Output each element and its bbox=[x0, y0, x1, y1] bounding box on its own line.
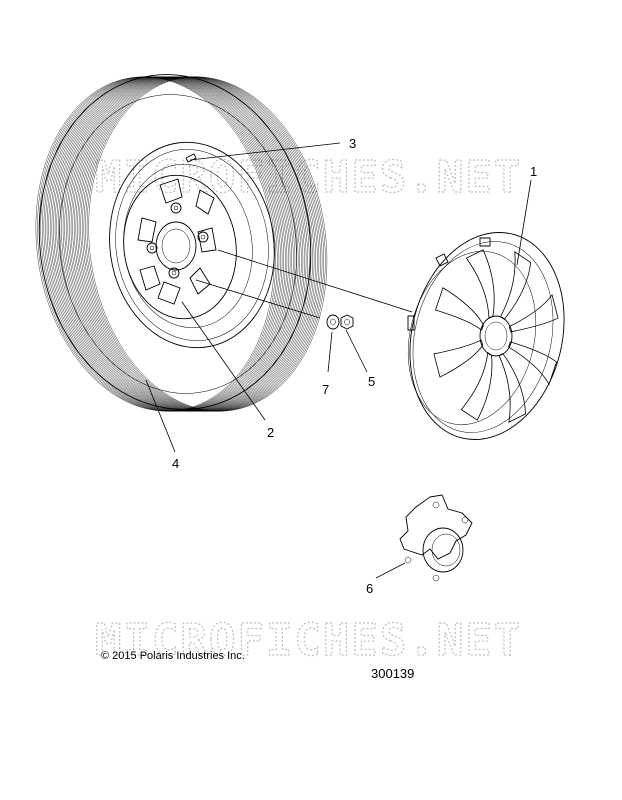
tread-line bbox=[86, 76, 326, 412]
cover-spoke bbox=[434, 287, 484, 331]
lug-bolts bbox=[146, 202, 209, 279]
cover-rim bbox=[409, 232, 565, 440]
rim-outer bbox=[109, 141, 275, 349]
rim-window bbox=[139, 265, 161, 291]
tire-tread bbox=[35, 76, 328, 412]
leader-lines bbox=[145, 142, 532, 579]
hardware bbox=[326, 314, 354, 330]
leader-1 bbox=[516, 179, 532, 266]
callout-7: 7 bbox=[322, 382, 329, 397]
cover-center bbox=[479, 315, 513, 357]
tire-sidewall-outer bbox=[38, 74, 312, 410]
wheel-cover bbox=[407, 232, 565, 440]
cover-spoke bbox=[498, 353, 526, 423]
tread-line bbox=[83, 76, 323, 412]
rim-window bbox=[157, 281, 181, 305]
cover-spoke bbox=[508, 294, 559, 333]
tread-line bbox=[67, 76, 307, 412]
leader-6 bbox=[375, 562, 406, 579]
leader-5b bbox=[345, 329, 368, 373]
tread-line bbox=[72, 76, 312, 412]
cover-clip bbox=[479, 237, 491, 247]
rim-window bbox=[159, 178, 183, 204]
tire bbox=[35, 74, 328, 412]
cover-spoke bbox=[465, 249, 495, 319]
rim-face bbox=[123, 174, 237, 320]
tread-line bbox=[69, 76, 308, 412]
cover-clip bbox=[435, 253, 449, 267]
callout-2: 2 bbox=[267, 425, 274, 440]
cover-spoke bbox=[508, 341, 558, 386]
callout-3: 3 bbox=[349, 136, 356, 151]
leader-1b bbox=[217, 249, 413, 313]
hub-adapter bbox=[399, 494, 473, 582]
callout-4: 4 bbox=[172, 456, 179, 471]
leader-2 bbox=[181, 301, 266, 421]
watermark-top: MICROFICHES.NET bbox=[95, 152, 522, 203]
callout-6: 6 bbox=[366, 581, 373, 596]
leader-7 bbox=[327, 331, 333, 373]
lug-bolt bbox=[197, 231, 209, 243]
tread-line bbox=[78, 76, 318, 412]
rim-window bbox=[137, 217, 157, 243]
copyright-notice: © 2015 Polaris Industries Inc. bbox=[101, 650, 245, 662]
leader-5 bbox=[195, 279, 321, 319]
lug-bolt bbox=[170, 202, 182, 214]
rim-window bbox=[195, 189, 215, 215]
cover-spoke bbox=[499, 251, 532, 320]
tread-line bbox=[85, 76, 324, 412]
lug-nut bbox=[340, 314, 354, 330]
leader-4 bbox=[145, 379, 176, 453]
cover-clip bbox=[407, 315, 415, 331]
tread-line bbox=[75, 76, 315, 412]
tread-line bbox=[74, 76, 313, 412]
valve-stem bbox=[185, 153, 197, 163]
tire-sidewall-inner bbox=[59, 94, 297, 394]
rim-hub bbox=[155, 221, 197, 271]
tread-line bbox=[77, 76, 316, 412]
tread-line bbox=[88, 76, 328, 412]
cover-spoke bbox=[433, 339, 484, 378]
figure-number: 300139 bbox=[371, 666, 415, 681]
rim-window bbox=[189, 267, 211, 295]
adapter-hub bbox=[422, 527, 464, 573]
rim-window bbox=[197, 227, 217, 253]
callout-1: 1 bbox=[530, 164, 537, 179]
cover-spoke bbox=[460, 352, 493, 421]
watermark-bottom: MICROFICHES.NET bbox=[95, 615, 522, 666]
callout-5: 5 bbox=[368, 374, 375, 389]
adapter-flange bbox=[399, 494, 473, 560]
tread-line bbox=[80, 76, 320, 412]
tread-line bbox=[70, 76, 310, 412]
wheel-rim bbox=[109, 141, 275, 349]
cover-spokes bbox=[433, 249, 559, 423]
lug-bolt bbox=[168, 267, 180, 279]
tread-line bbox=[82, 76, 321, 412]
washer bbox=[326, 314, 340, 330]
leader-3 bbox=[189, 142, 341, 161]
lug-bolt bbox=[146, 242, 158, 254]
